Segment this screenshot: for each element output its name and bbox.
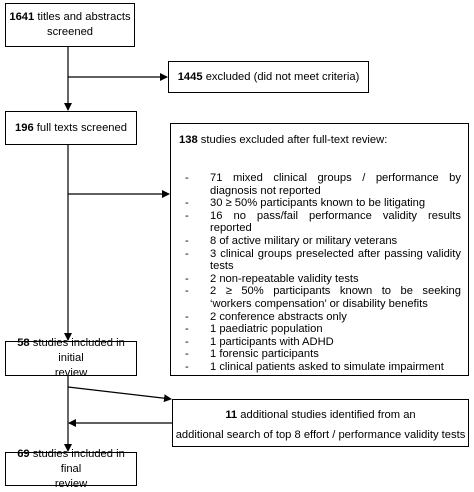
exclusion-reason-item: -71 mixed clinical groups / performance … bbox=[185, 172, 461, 197]
excluded-initial-text: excluded (did not meet criteria) bbox=[205, 70, 360, 83]
screened-box: 1641 titles and abstracts screened bbox=[5, 3, 135, 47]
additional-count: 11 bbox=[225, 409, 238, 421]
additional-line-1: 11 additional studies identified from an bbox=[173, 409, 468, 421]
excluded-initial-count: 1445 bbox=[177, 70, 203, 83]
additional-text: additional studies identified from an bbox=[240, 409, 416, 421]
initial-review-count: 58 bbox=[17, 337, 30, 349]
exclusion-reason-item: -2 ≥ 50% participants known to be seekin… bbox=[185, 285, 461, 310]
excluded-fulltext-count: 138 bbox=[179, 134, 198, 146]
final-review-text2: review bbox=[54, 477, 88, 490]
excluded-fulltext-box: 138 studies excluded after full-text rev… bbox=[170, 123, 469, 376]
arrow-to-additional bbox=[67, 386, 172, 403]
full-texts-text: full texts screened bbox=[36, 121, 127, 134]
exclusion-reason-item: -1 participants with ADHD bbox=[185, 335, 334, 348]
screened-text: titles and abstracts bbox=[37, 11, 131, 23]
initial-review-text2: review bbox=[54, 367, 88, 379]
full-texts-box: 196 full texts screened bbox=[5, 111, 137, 145]
excluded-initial-box: 1445 excluded (did not meet criteria) bbox=[168, 61, 369, 93]
exclusion-reason-item: -2 conference abstracts only bbox=[185, 310, 347, 323]
exclusion-reason-item: -30 ≥ 50% participants known to be litig… bbox=[185, 197, 426, 210]
exclusion-reason-item: -8 of active military or military vetera… bbox=[185, 234, 398, 247]
exclusion-reason-item: -1 paediatric population bbox=[185, 323, 323, 336]
exclusion-reason-item: -3 clinical groups preselected after pas… bbox=[185, 247, 461, 273]
additional-text2: additional search of top 8 effort / perf… bbox=[175, 429, 466, 441]
excluded-fulltext-text: studies excluded after full-text review: bbox=[200, 134, 388, 146]
exclusion-reason-item: -1 forensic participants bbox=[185, 348, 319, 361]
initial-review-text: studies included in initial bbox=[32, 337, 125, 364]
full-texts-count: 196 bbox=[15, 121, 34, 134]
excluded-fulltext-title: 138 studies excluded after full-text rev… bbox=[179, 134, 387, 146]
exclusion-reason-item: -16 no pass/fail performance validity re… bbox=[185, 209, 461, 235]
exclusion-reason-item: -1 clinical patients asked to simulate i… bbox=[185, 360, 444, 373]
final-review-text: studies included in final bbox=[32, 447, 125, 475]
initial-review-box: 58 studies included in initial review bbox=[5, 337, 137, 379]
final-review-box: 69 studies included in final review bbox=[5, 448, 137, 490]
final-review-count: 69 bbox=[17, 447, 30, 460]
screened-text2: screened bbox=[46, 26, 94, 38]
additional-studies-box: 11 additional studies identified from an… bbox=[172, 399, 469, 447]
screened-count: 1641 bbox=[9, 11, 35, 23]
exclusion-reasons-list: -71 mixed clinical groups / performance … bbox=[185, 172, 461, 374]
exclusion-reason-item: -2 non-repeatable validity tests bbox=[185, 272, 359, 285]
